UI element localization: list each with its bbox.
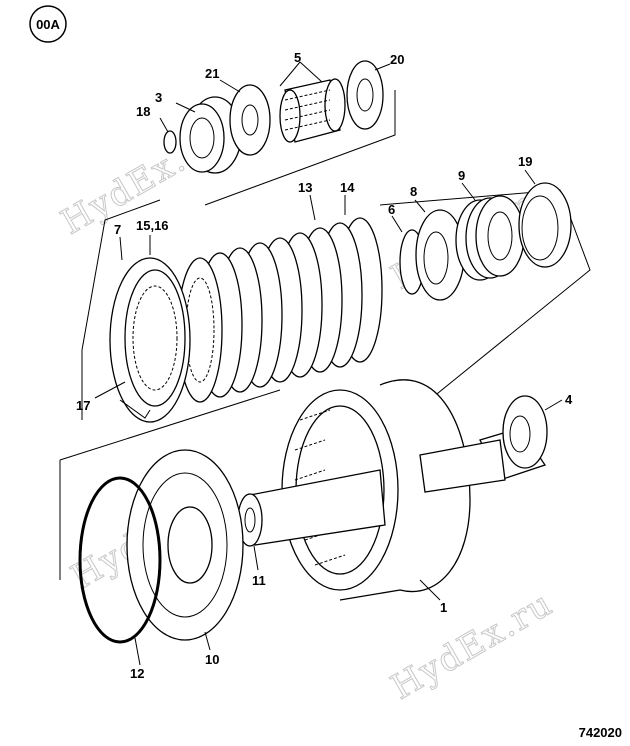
callout-17: 17 (76, 398, 90, 413)
callout-19: 19 (518, 154, 532, 169)
part-21-washer (229, 84, 271, 156)
callout-14: 14 (340, 180, 355, 195)
badge: 00A (29, 5, 67, 43)
part-1-clutch-drum (249, 379, 506, 601)
callout-13: 13 (298, 180, 312, 195)
callout-20: 20 (390, 52, 404, 67)
part-18-snap-ring (163, 130, 177, 154)
callout-10: 10 (205, 652, 219, 667)
part-8-piston (415, 209, 465, 301)
callout-6: 6 (388, 202, 395, 217)
part-12-seal-ring (78, 476, 162, 644)
part-11-thrust-washer (237, 493, 263, 547)
part-19-ring (518, 182, 572, 268)
part-5-needle-bearing (279, 78, 346, 143)
part-3-bearing (179, 96, 242, 174)
watermark: HydEx.ru (385, 583, 561, 707)
callout-5: 5 (294, 50, 301, 65)
leader-lines (94, 61, 563, 666)
callout-labels: 18 3 21 5 20 13 14 7 15,16 8 9 19 6 17 4… (76, 50, 573, 681)
figure-number: 742020 (579, 725, 622, 740)
callout-3: 3 (155, 90, 162, 105)
callout-12: 12 (130, 666, 144, 681)
badge-label: 00A (36, 17, 60, 32)
callout-11: 11 (252, 573, 266, 588)
part-9-spring (455, 195, 525, 281)
group-brackets (59, 90, 591, 580)
part-13-14-clutch-discs (177, 217, 383, 403)
callout-18: 18 (136, 104, 150, 119)
callout-15-16: 15,16 (136, 218, 169, 233)
callout-4: 4 (565, 392, 573, 407)
callout-21: 21 (205, 66, 219, 81)
callout-7: 7 (114, 222, 121, 237)
part-20-washer (346, 60, 384, 130)
callout-9: 9 (458, 168, 465, 183)
callout-8: 8 (410, 184, 417, 199)
part-7-pressure-plate (109, 257, 191, 423)
part-10-hub (126, 449, 244, 641)
callout-1: 1 (440, 600, 447, 615)
